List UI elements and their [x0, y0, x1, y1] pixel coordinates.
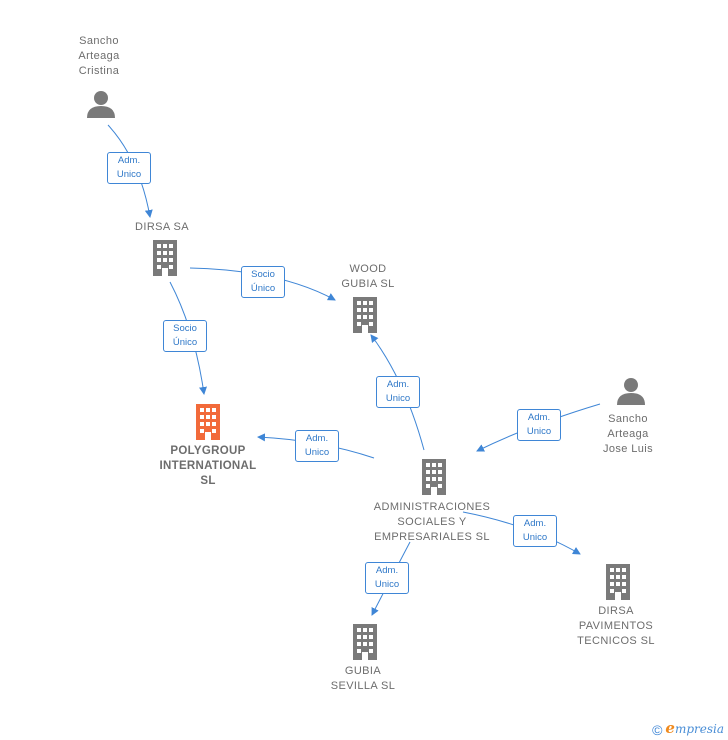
building-icon: [422, 459, 446, 495]
node-dirsa-sa[interactable]: DIRSA SA: [112, 220, 212, 235]
edge-label-socio-unico-wood: Socio Único: [241, 266, 285, 298]
node-dirsa-pavimentos-tecnicos-sl[interactable]: DIRSA PAVIMENTOS TECNICOS SL: [561, 604, 671, 649]
edge-label-adm-unico-jose: Adm. Unico: [517, 409, 561, 441]
edge-label-socio-unico-polygroup: Socio Único: [163, 320, 207, 352]
building-icon: [153, 240, 177, 276]
node-gubia-sevilla-sl[interactable]: GUBIA SEVILLA SL: [313, 664, 413, 694]
brand-logo-text: mpresia: [674, 722, 724, 736]
node-label: DIRSA SA: [135, 221, 189, 233]
footer-brand: ©empresia: [652, 719, 724, 738]
edge-label-adm-unico-gubia-sevilla: Adm. Unico: [365, 562, 409, 594]
node-sancho-arteaga-jose-luis[interactable]: Sancho Arteaga Jose Luis: [578, 412, 678, 457]
node-wood-gubia-sl[interactable]: WOOD GUBIA SL: [318, 262, 418, 292]
person-icon: [87, 91, 115, 118]
node-label: DIRSA PAVIMENTOS TECNICOS SL: [577, 605, 655, 647]
copyright-icon: ©: [652, 721, 663, 738]
node-label: Sancho Arteaga Jose Luis: [602, 413, 654, 455]
node-administraciones-sociales-y-empresariales-sl[interactable]: ADMINISTRACIONES SOCIALES Y EMPRESARIALE…: [362, 500, 502, 545]
edge-label-adm-unico-wood: Adm. Unico: [376, 376, 420, 408]
building-icon-highlighted: [196, 404, 220, 440]
node-label: GUBIA SEVILLA SL: [330, 665, 396, 692]
node-label: Sancho Arteaga Cristina: [78, 35, 120, 77]
node-label: WOOD GUBIA SL: [341, 263, 395, 290]
node-polygroup-international-sl[interactable]: POLYGROUP INTERNATIONAL SL: [143, 444, 273, 489]
node-label: ADMINISTRACIONES SOCIALES Y EMPRESARIALE…: [373, 501, 491, 543]
edge-label-adm-unico-pavimentos: Adm. Unico: [513, 515, 557, 547]
brand-logo-initial: e: [665, 719, 675, 737]
building-icon: [606, 564, 630, 600]
node-sancho-arteaga-cristina[interactable]: Sancho Arteaga Cristina: [49, 34, 149, 79]
building-icon: [353, 297, 377, 333]
node-label: POLYGROUP INTERNATIONAL SL: [159, 445, 257, 487]
building-icon: [353, 624, 377, 660]
person-icon: [617, 378, 645, 405]
edge-label-adm-unico-polygroup: Adm. Unico: [295, 430, 339, 462]
edge-label-adm-unico-cristina: Adm. Unico: [107, 152, 151, 184]
